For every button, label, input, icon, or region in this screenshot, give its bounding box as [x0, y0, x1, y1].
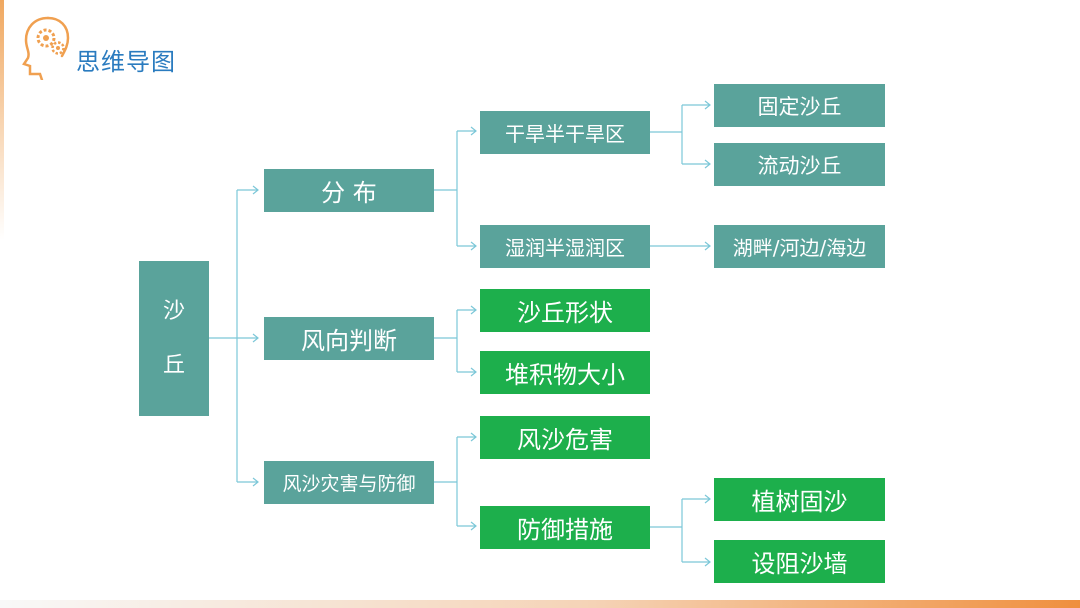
node-shore-dune: 湖畔/河边/海边 [714, 225, 885, 268]
node-defense-measures: 防御措施 [480, 506, 650, 549]
node-sand-hazard: 风沙危害 [480, 416, 650, 459]
node-dune-shape: 沙丘形状 [480, 289, 650, 332]
node-tree-planting: 植树固沙 [714, 478, 885, 521]
node-sand-barrier: 设阻沙墙 [714, 540, 885, 583]
node-humid-region: 湿润半湿润区 [480, 225, 650, 268]
connector-root [209, 190, 238, 482]
connector-wind [434, 309, 476, 373]
node-fixed-dune: 固定沙丘 [714, 84, 885, 127]
connector-arid [650, 104, 710, 165]
root-node: 沙 丘 [139, 261, 209, 416]
node-arid-region: 干旱半干旱区 [480, 111, 650, 154]
root-char-2: 丘 [162, 352, 185, 378]
node-moving-dune: 流动沙丘 [714, 143, 885, 186]
brain-gear-icon [18, 12, 78, 82]
left-accent-bar [0, 0, 4, 240]
node-deposit-size: 堆积物大小 [480, 351, 650, 394]
root-char-1: 沙 [162, 298, 185, 324]
bottom-accent-band [0, 600, 1080, 608]
page-title: 思维导图 [76, 48, 176, 76]
node-disaster-defense: 风沙灾害与防御 [264, 461, 434, 504]
connector-distribution [434, 130, 476, 247]
connector-measures [650, 498, 710, 563]
node-distribution: 分 布 [264, 169, 434, 212]
connector-disaster [434, 436, 476, 527]
node-wind-direction: 风向判断 [264, 317, 434, 360]
